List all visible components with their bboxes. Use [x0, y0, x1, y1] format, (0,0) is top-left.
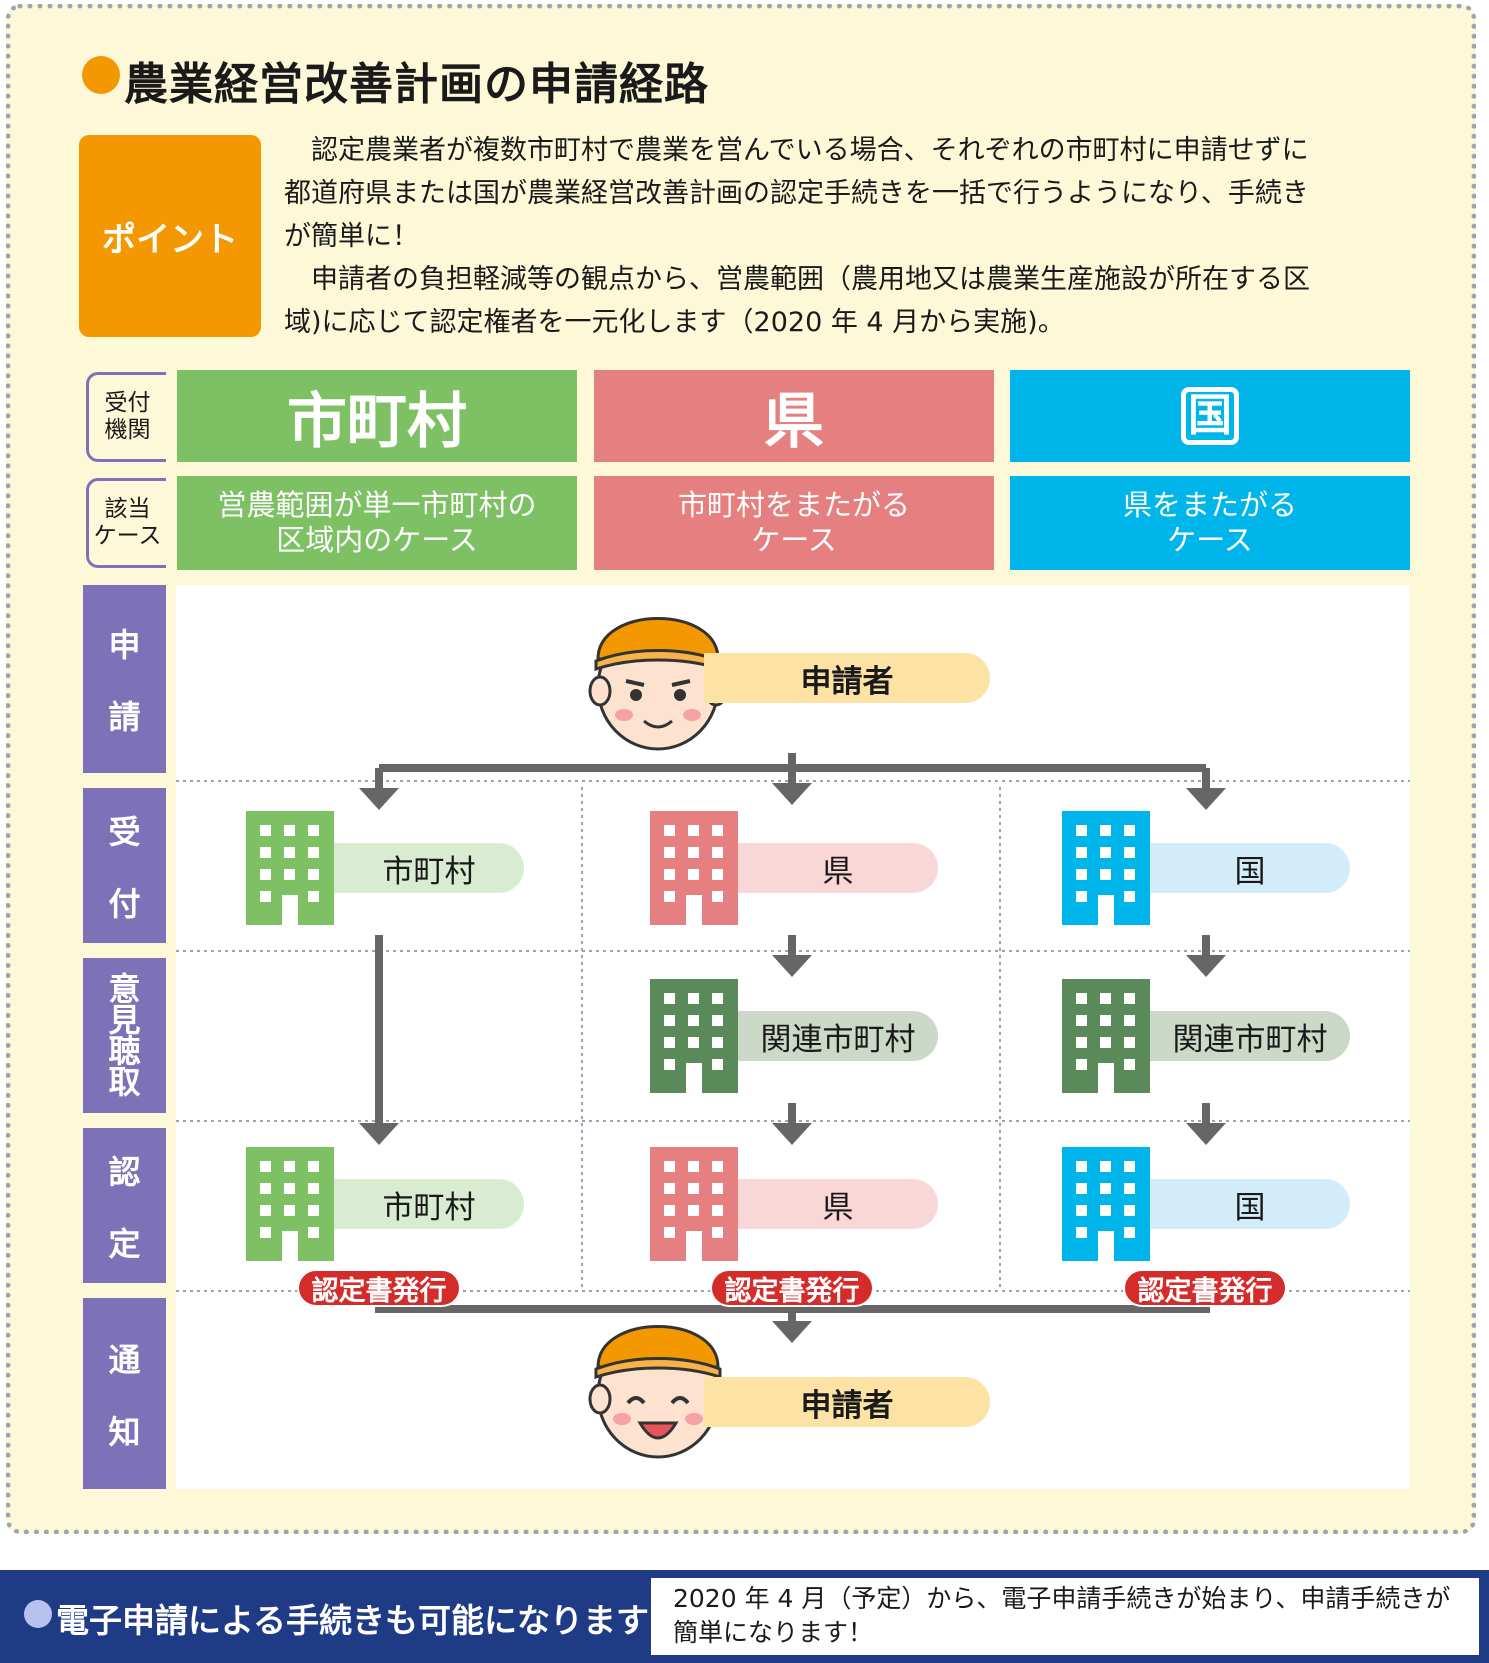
row-label-line: ケース [93, 523, 162, 549]
stage-apply: 申 請 [83, 585, 166, 773]
footer-note-line: 2020 年 4 月（予定）から、電子申請手続きが始まり、申請手続きが [673, 1584, 1451, 1613]
point-text-line: 域)に応じて認定権者を一元化します（2020 年 4 月から実施)。 [284, 307, 1065, 338]
stage-char: 付 [108, 884, 141, 923]
title-bullet [82, 56, 120, 94]
arrow-down-icon [772, 1321, 812, 1343]
case-line: ケース [1167, 523, 1253, 557]
building-icon [650, 979, 738, 1093]
certificate-issue-badge: 認定書発行 [297, 1269, 461, 1307]
point-badge: ポイント [79, 135, 261, 337]
arrow-down-icon [1186, 955, 1226, 977]
building-icon [1062, 811, 1150, 925]
stage-char: 知 [108, 1412, 141, 1451]
stage-char: 申 [108, 626, 141, 664]
page-title: 農業経営改善計画の申請経路 [124, 59, 709, 110]
hearing-prefecture-case: 関連市町村 [738, 1011, 938, 1061]
building-icon [246, 811, 334, 925]
footer-bullet [24, 1600, 52, 1628]
point-text-line: 申請者の負担軽減等の観点から、営農範囲（農用地又は農業生産施設が所在する区 [284, 264, 1310, 295]
column-head-prefecture: 県 [594, 370, 994, 462]
column-head-nation: 国 [1010, 370, 1410, 462]
stage-certify: 認 定 [83, 1128, 166, 1283]
column-head-municipality: 市町村 [177, 370, 577, 462]
row-label-reception: 受付 機関 [86, 372, 166, 462]
building-icon [246, 1147, 334, 1261]
point-text-line: 都道府県または国が農業経営改善計画の認定手続きを一括で行うようになり、手続き [284, 178, 1309, 209]
stage-char: 取 [108, 1062, 141, 1101]
flow-area: 申請者 市町村 県 国 関連市町村 関連市町村 市町村 県 国 認定書発行 認定… [176, 585, 1410, 1489]
footer-note-line: 簡単になります！ [673, 1618, 874, 1647]
stage-char: 受 [108, 812, 141, 851]
case-municipality: 営農範囲が単一市町村の 区域内のケース [177, 476, 577, 570]
hearing-nation-case: 関連市町村 [1150, 1011, 1350, 1061]
certificate-issue-badge: 認定書発行 [1123, 1269, 1287, 1307]
stage-hearing: 意 見 聴 取 [83, 958, 166, 1113]
applicant-label: 申請者 [704, 1377, 990, 1427]
arrow-down-icon [772, 955, 812, 977]
building-icon [1062, 979, 1150, 1093]
stage-char: 認 [108, 1152, 141, 1191]
case-line: 営農範囲が単一市町村の [217, 488, 537, 522]
stage-column: 申 請 受 付 意 見 聴 取 認 定 通 知 [83, 585, 166, 1489]
footer-label: 電子申請による手続きも可能になります [56, 1601, 650, 1640]
accept-prefecture: 県 [738, 843, 938, 893]
stage-char: 見 [108, 1000, 141, 1039]
applicant-face-icon [588, 617, 728, 751]
stage-char: 聴 [108, 1031, 141, 1070]
case-line: 県をまたがる [1122, 488, 1297, 522]
arrow-down-icon [1186, 788, 1226, 810]
stage-accept: 受 付 [83, 788, 166, 943]
stage-char: 請 [108, 698, 141, 736]
accept-municipality: 市町村 [334, 843, 524, 893]
accept-nation: 国 [1150, 843, 1350, 893]
case-line: 区域内のケース [276, 523, 478, 557]
row-label-line: 機関 [104, 417, 151, 443]
case-nation: 県をまたがる ケース [1010, 476, 1410, 570]
case-line: 市町村をまたがる [677, 488, 910, 522]
applicant-label: 申請者 [704, 653, 990, 703]
certify-municipality: 市町村 [334, 1179, 524, 1229]
arrow-down-icon [359, 788, 399, 810]
arrow-down-icon [772, 1123, 812, 1145]
arrow-down-icon [1186, 1123, 1226, 1145]
footer-note: 2020 年 4 月（予定）から、電子申請手続きが始まり、申請手続きが 簡単にな… [651, 1578, 1479, 1655]
stage-notify: 通 知 [83, 1298, 166, 1489]
row-label-case: 該当 ケース [86, 478, 166, 568]
case-line: ケース [751, 523, 837, 557]
point-text-line: が簡単に！ [284, 221, 419, 252]
certify-nation: 国 [1150, 1179, 1350, 1229]
arrow-down-icon [772, 783, 812, 805]
arrow-down-icon [359, 1123, 399, 1145]
building-icon [650, 1147, 738, 1261]
certify-prefecture: 県 [738, 1179, 938, 1229]
stage-char: 通 [108, 1340, 141, 1379]
certificate-issue-badge: 認定書発行 [710, 1269, 874, 1307]
building-icon [1062, 1147, 1150, 1261]
stage-char: 定 [108, 1224, 141, 1263]
row-label-line: 受付 [104, 390, 151, 416]
point-text-line: 認定農業者が複数市町村で農業を営んでいる場合、それぞれの市町村に申請せずに [284, 135, 1309, 166]
row-label-line: 該当 [104, 496, 151, 522]
stage-char: 意 [108, 969, 141, 1008]
building-icon [650, 811, 738, 925]
case-prefecture: 市町村をまたがる ケース [594, 476, 994, 570]
column-head-nation-text: 国 [1181, 387, 1239, 445]
